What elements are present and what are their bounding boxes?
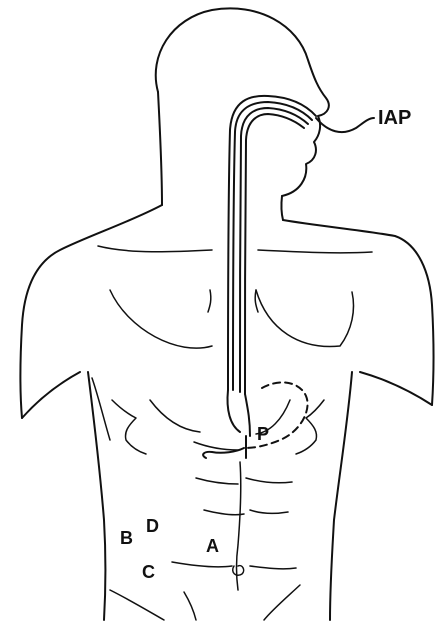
abdomen-line-1 (194, 442, 238, 450)
label-d: D (146, 516, 159, 536)
catheter-inner-right (240, 108, 308, 392)
sternum-left (208, 290, 211, 312)
abdomen-line-3 (246, 478, 292, 483)
navel (233, 566, 244, 576)
label-p: P (257, 424, 269, 444)
label-iap: IAP (378, 107, 411, 129)
left-pectoral (110, 290, 212, 348)
label-c: C (142, 562, 155, 582)
linea-alba (237, 462, 241, 590)
lower-abdomen-line (172, 562, 232, 567)
left-arm-bottom (22, 372, 80, 418)
stomach-outline (244, 382, 308, 448)
left-rib-edge (150, 400, 200, 432)
neck-left (158, 92, 162, 205)
right-arm-bottom (360, 372, 432, 405)
abdomen-line-2 (196, 478, 238, 484)
iap-leader-line (316, 118, 374, 132)
right-inguinal (264, 585, 300, 620)
right-shoulder-arm (283, 220, 434, 405)
right-serratus (296, 400, 324, 454)
abdomen-line-4 (204, 510, 244, 515)
left-shoulder-arm (21, 205, 163, 418)
left-torso-side (88, 372, 106, 620)
lower-abdomen-line-right (250, 566, 296, 569)
left-inguinal (110, 590, 164, 620)
left-serratus (112, 400, 146, 454)
right-torso-side (330, 372, 352, 620)
right-pectoral (256, 290, 354, 347)
neck-right (281, 196, 283, 220)
left-clavicle (98, 246, 212, 252)
catheter-tip (228, 390, 251, 436)
lower-left-mark (184, 592, 196, 620)
right-clavicle (258, 250, 372, 253)
label-a: A (206, 536, 219, 556)
catheter-outer-right (245, 114, 304, 394)
label-b: B (120, 528, 133, 548)
abdomen-line-5 (250, 510, 288, 513)
